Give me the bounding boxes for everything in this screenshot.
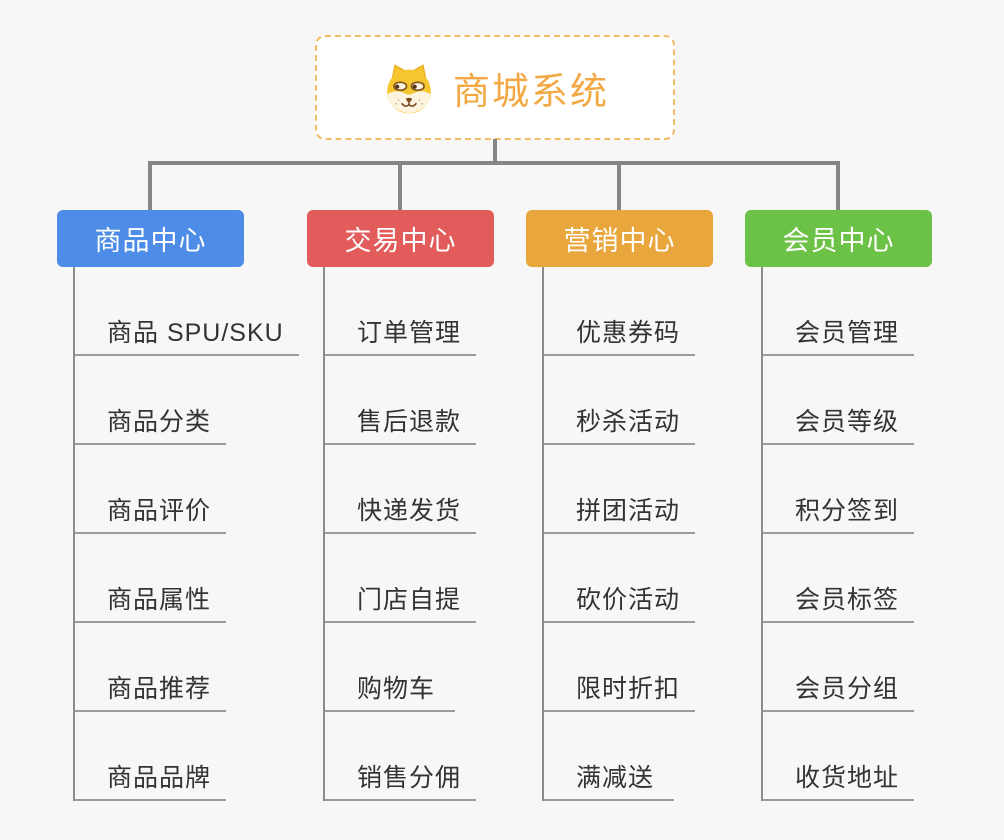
leaf-label: 秒杀活动 bbox=[576, 408, 681, 436]
branch-label: 交易中心 bbox=[344, 226, 457, 256]
leaf-item[interactable]: 商品分类 bbox=[75, 356, 227, 445]
leaf-label: 商品推荐 bbox=[107, 675, 212, 703]
leaf-label: 商品品牌 bbox=[107, 764, 212, 792]
leaf-item[interactable]: 满减送 bbox=[544, 712, 674, 801]
leaf-label: 会员分组 bbox=[795, 675, 900, 703]
branch-trunk-trade: 订单管理 售后退款 快递发货 门店自提 购物车 销售分佣 bbox=[323, 267, 477, 801]
leaf-item[interactable]: 会员等级 bbox=[763, 356, 915, 445]
connector-drop-marketing bbox=[617, 161, 621, 211]
branch-label: 商品中心 bbox=[94, 226, 207, 256]
leaf-label: 购物车 bbox=[357, 675, 436, 703]
branch-trunk-member: 会员管理 会员等级 积分签到 会员标签 会员分组 收货地址 bbox=[761, 267, 915, 801]
leaf-item[interactable]: 会员管理 bbox=[763, 267, 915, 356]
leaf-item[interactable]: 秒杀活动 bbox=[544, 356, 696, 445]
leaf-label: 门店自提 bbox=[357, 586, 462, 614]
leaf-label: 满减送 bbox=[576, 764, 655, 792]
leaf-item[interactable]: 订单管理 bbox=[325, 267, 477, 356]
connector-horizontal bbox=[148, 161, 840, 165]
leaf-label: 商品 SPU/SKU bbox=[107, 319, 284, 347]
leaf-item[interactable]: 商品属性 bbox=[75, 534, 227, 623]
leaf-item[interactable]: 商品推荐 bbox=[75, 623, 227, 712]
leaf-item[interactable]: 积分签到 bbox=[763, 445, 915, 534]
leaf-item[interactable]: 拼团活动 bbox=[544, 445, 696, 534]
leaf-label: 商品分类 bbox=[107, 408, 212, 436]
leaf-label: 收货地址 bbox=[795, 764, 900, 792]
leaf-item[interactable]: 快递发货 bbox=[325, 445, 477, 534]
root-node[interactable]: 商城系统 bbox=[315, 35, 675, 140]
branch-column-trade: 交易中心 订单管理 售后退款 快递发货 门店自提 购物车 销售分佣 bbox=[307, 210, 494, 801]
leaf-label: 售后退款 bbox=[357, 408, 462, 436]
branch-node-marketing[interactable]: 营销中心 bbox=[526, 210, 713, 267]
branch-column-product: 商品中心 商品 SPU/SKU 商品分类 商品评价 商品属性 商品推荐 商品品牌 bbox=[57, 210, 299, 801]
leaf-item[interactable]: 门店自提 bbox=[325, 534, 477, 623]
leaf-label: 拼团活动 bbox=[576, 497, 681, 525]
leaf-item[interactable]: 限时折扣 bbox=[544, 623, 696, 712]
branch-node-member[interactable]: 会员中心 bbox=[745, 210, 932, 267]
branch-trunk-marketing: 优惠券码 秒杀活动 拼团活动 砍价活动 限时折扣 满减送 bbox=[542, 267, 696, 801]
leaf-label: 商品评价 bbox=[107, 497, 212, 525]
leaf-item[interactable]: 商品评价 bbox=[75, 445, 227, 534]
leaf-label: 销售分佣 bbox=[357, 764, 462, 792]
leaf-label: 限时折扣 bbox=[576, 675, 681, 703]
branch-column-member: 会员中心 会员管理 会员等级 积分签到 会员标签 会员分组 收货地址 bbox=[745, 210, 932, 801]
dog-face-icon bbox=[387, 63, 431, 113]
leaf-item[interactable]: 售后退款 bbox=[325, 356, 477, 445]
connector-drop-product bbox=[148, 161, 152, 211]
branch-trunk-product: 商品 SPU/SKU 商品分类 商品评价 商品属性 商品推荐 商品品牌 bbox=[73, 267, 299, 801]
leaf-item[interactable]: 销售分佣 bbox=[325, 712, 477, 801]
leaf-label: 会员管理 bbox=[795, 319, 900, 347]
branch-label: 会员中心 bbox=[782, 226, 895, 256]
leaf-item[interactable]: 优惠券码 bbox=[544, 267, 696, 356]
leaf-label: 会员等级 bbox=[795, 408, 900, 436]
leaf-label: 商品属性 bbox=[107, 586, 212, 614]
connector-root-drop bbox=[493, 139, 497, 164]
branch-column-marketing: 营销中心 优惠券码 秒杀活动 拼团活动 砍价活动 限时折扣 满减送 bbox=[526, 210, 713, 801]
leaf-label: 优惠券码 bbox=[576, 319, 681, 347]
connector-drop-trade bbox=[398, 161, 402, 211]
leaf-item[interactable]: 会员标签 bbox=[763, 534, 915, 623]
connector-drop-member bbox=[836, 161, 840, 211]
leaf-label: 快递发货 bbox=[357, 497, 462, 525]
leaf-label: 砍价活动 bbox=[576, 586, 681, 614]
branch-label: 营销中心 bbox=[563, 226, 676, 256]
leaf-label: 会员标签 bbox=[795, 586, 900, 614]
leaf-item[interactable]: 收货地址 bbox=[763, 712, 915, 801]
leaf-label: 订单管理 bbox=[357, 319, 462, 347]
leaf-item[interactable]: 购物车 bbox=[325, 623, 455, 712]
leaf-item[interactable]: 砍价活动 bbox=[544, 534, 696, 623]
root-title: 商城系统 bbox=[453, 70, 609, 112]
leaf-item[interactable]: 商品 SPU/SKU bbox=[75, 267, 299, 356]
branch-node-product[interactable]: 商品中心 bbox=[57, 210, 244, 267]
branch-node-trade[interactable]: 交易中心 bbox=[307, 210, 494, 267]
leaf-item[interactable]: 会员分组 bbox=[763, 623, 915, 712]
leaf-label: 积分签到 bbox=[795, 497, 900, 525]
leaf-item[interactable]: 商品品牌 bbox=[75, 712, 227, 801]
